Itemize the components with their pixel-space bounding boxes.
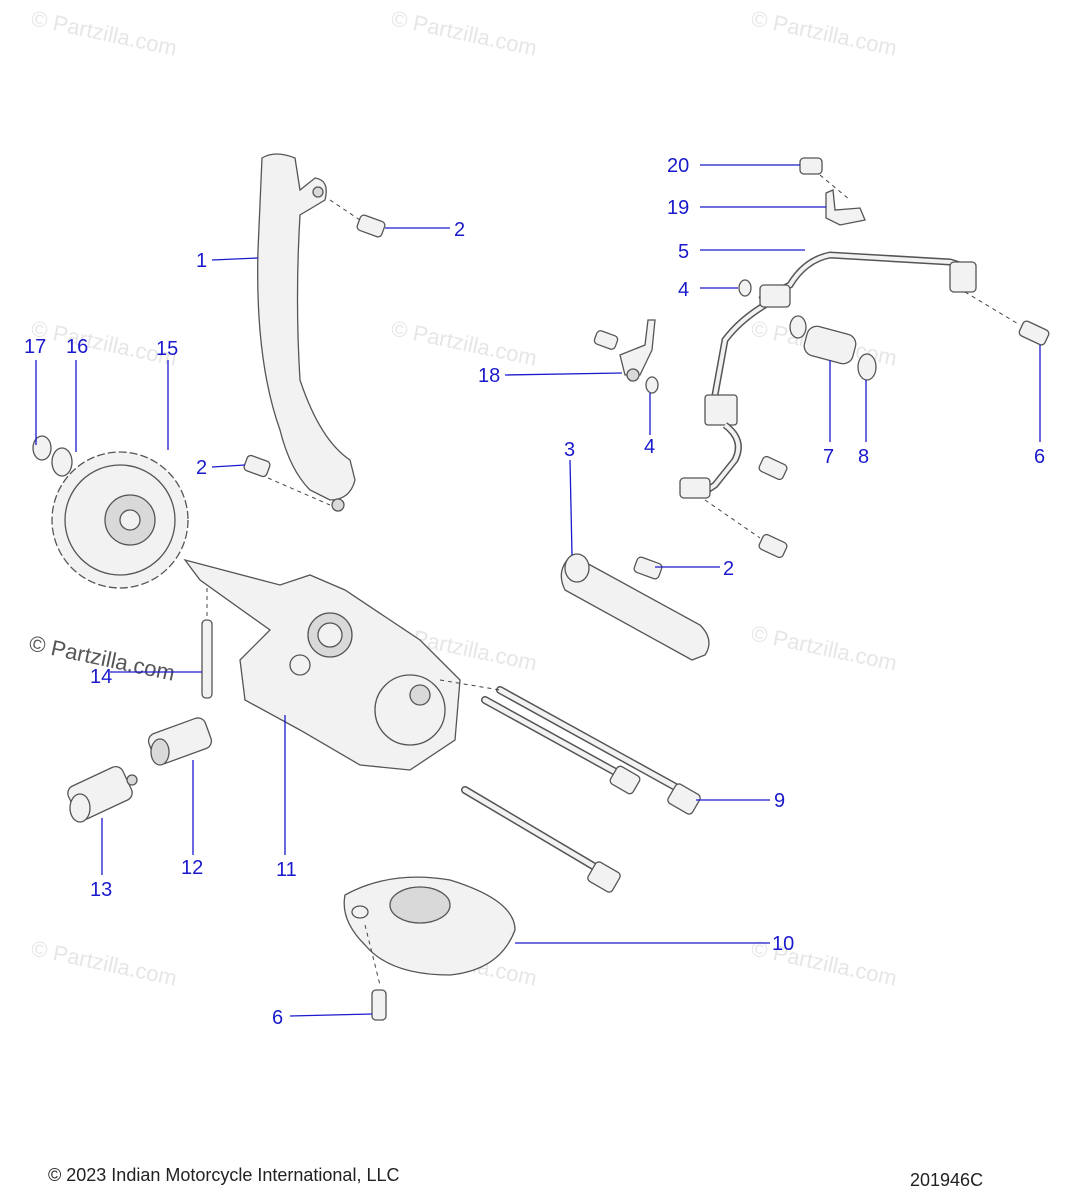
callout-7: 7 bbox=[823, 446, 834, 468]
o-ring-part bbox=[789, 315, 807, 339]
bolt-part bbox=[329, 199, 386, 238]
copyright-text: © 2023 Indian Motorcycle International, … bbox=[48, 1165, 400, 1185]
watermark: © Partzilla.com bbox=[389, 5, 539, 60]
callout-18: 18 bbox=[478, 365, 500, 387]
callout-13: 13 bbox=[90, 879, 112, 901]
callout-10: 10 bbox=[772, 933, 794, 955]
watermark: © Partzilla.com bbox=[749, 620, 899, 675]
watermark: © Partzilla.com bbox=[749, 5, 899, 60]
callout-2: 2 bbox=[723, 558, 734, 580]
watermark: © Partzilla.com bbox=[29, 935, 179, 990]
callout-3: 3 bbox=[564, 439, 575, 461]
long-bolt-part bbox=[461, 786, 621, 893]
callout-12: 12 bbox=[181, 857, 203, 879]
bolt-part bbox=[593, 330, 619, 350]
leader-lines bbox=[35, 164, 1041, 1017]
o-ring-part bbox=[857, 353, 877, 381]
callouts: 1 2 2 2 3 4 4 5 6 6 7 8 9 10 11 12 13 14… bbox=[24, 155, 1045, 1029]
drawing-number: 201946C bbox=[910, 1170, 984, 1190]
callout-2: 2 bbox=[196, 457, 207, 479]
oil-pump-part bbox=[183, 558, 461, 771]
watermark: © Partzilla.com bbox=[389, 315, 539, 370]
callout-1: 1 bbox=[196, 250, 207, 272]
callout-17: 17 bbox=[24, 336, 46, 358]
callout-5: 5 bbox=[678, 241, 689, 263]
callout-14: 14 bbox=[90, 666, 112, 688]
bolt-part bbox=[633, 556, 663, 580]
sensor-part bbox=[67, 765, 138, 823]
callout-2: 2 bbox=[454, 219, 465, 241]
sleeve-part bbox=[147, 717, 213, 766]
pickup-tube-part bbox=[257, 153, 356, 512]
callout-6: 6 bbox=[1034, 446, 1045, 468]
bolt-part bbox=[243, 454, 331, 506]
watermark: © Partzilla.com bbox=[29, 5, 179, 60]
coupler-part bbox=[803, 325, 857, 365]
bolt-part bbox=[799, 157, 823, 175]
callout-4: 4 bbox=[678, 279, 689, 301]
callout-15: 15 bbox=[156, 338, 178, 360]
bolt-part bbox=[758, 455, 788, 481]
callout-16: 16 bbox=[66, 336, 88, 358]
dowel-tube-part bbox=[560, 553, 710, 661]
callout-4: 4 bbox=[644, 436, 655, 458]
callout-8: 8 bbox=[858, 446, 869, 468]
o-ring-part bbox=[738, 279, 752, 297]
callout-20: 20 bbox=[667, 155, 689, 177]
banjo-fitting-part bbox=[825, 189, 866, 226]
gear-part bbox=[51, 451, 189, 589]
long-bolt-part bbox=[481, 696, 641, 795]
washer-part bbox=[51, 447, 73, 477]
bolt-part bbox=[371, 989, 387, 1021]
bolt-part bbox=[758, 533, 788, 559]
long-bolt-part bbox=[496, 686, 701, 815]
snap-ring-part bbox=[32, 435, 52, 461]
callout-9: 9 bbox=[774, 790, 785, 812]
cover-plate-part bbox=[343, 876, 516, 976]
callout-19: 19 bbox=[667, 197, 689, 219]
pin-part bbox=[201, 619, 213, 699]
o-ring-part bbox=[645, 376, 659, 394]
oil-line-part bbox=[679, 251, 977, 499]
fitting-part bbox=[619, 319, 656, 382]
callout-6: 6 bbox=[272, 1007, 283, 1029]
callout-11: 11 bbox=[276, 859, 297, 881]
bolt-part bbox=[1018, 320, 1050, 346]
